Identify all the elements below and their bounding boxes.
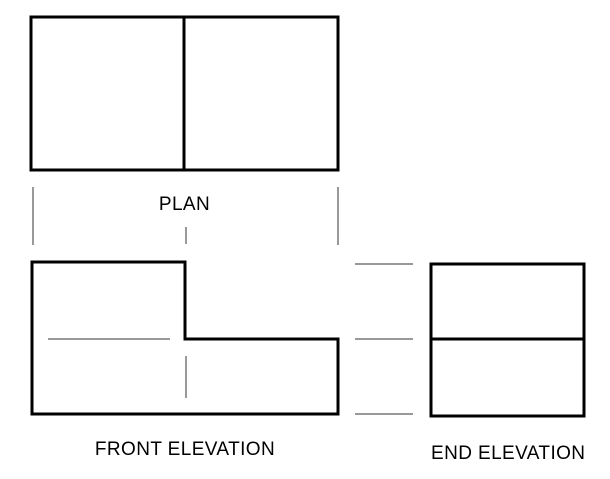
front-elevation-outline [30,260,340,416]
end-elevation-label: END ELEVATION [431,443,586,464]
plan-view-label: PLAN [158,194,211,215]
front-elevation-label: FRONT ELEVATION [94,439,276,460]
plan-outline [29,15,340,172]
end-elevation-outline [429,262,586,418]
